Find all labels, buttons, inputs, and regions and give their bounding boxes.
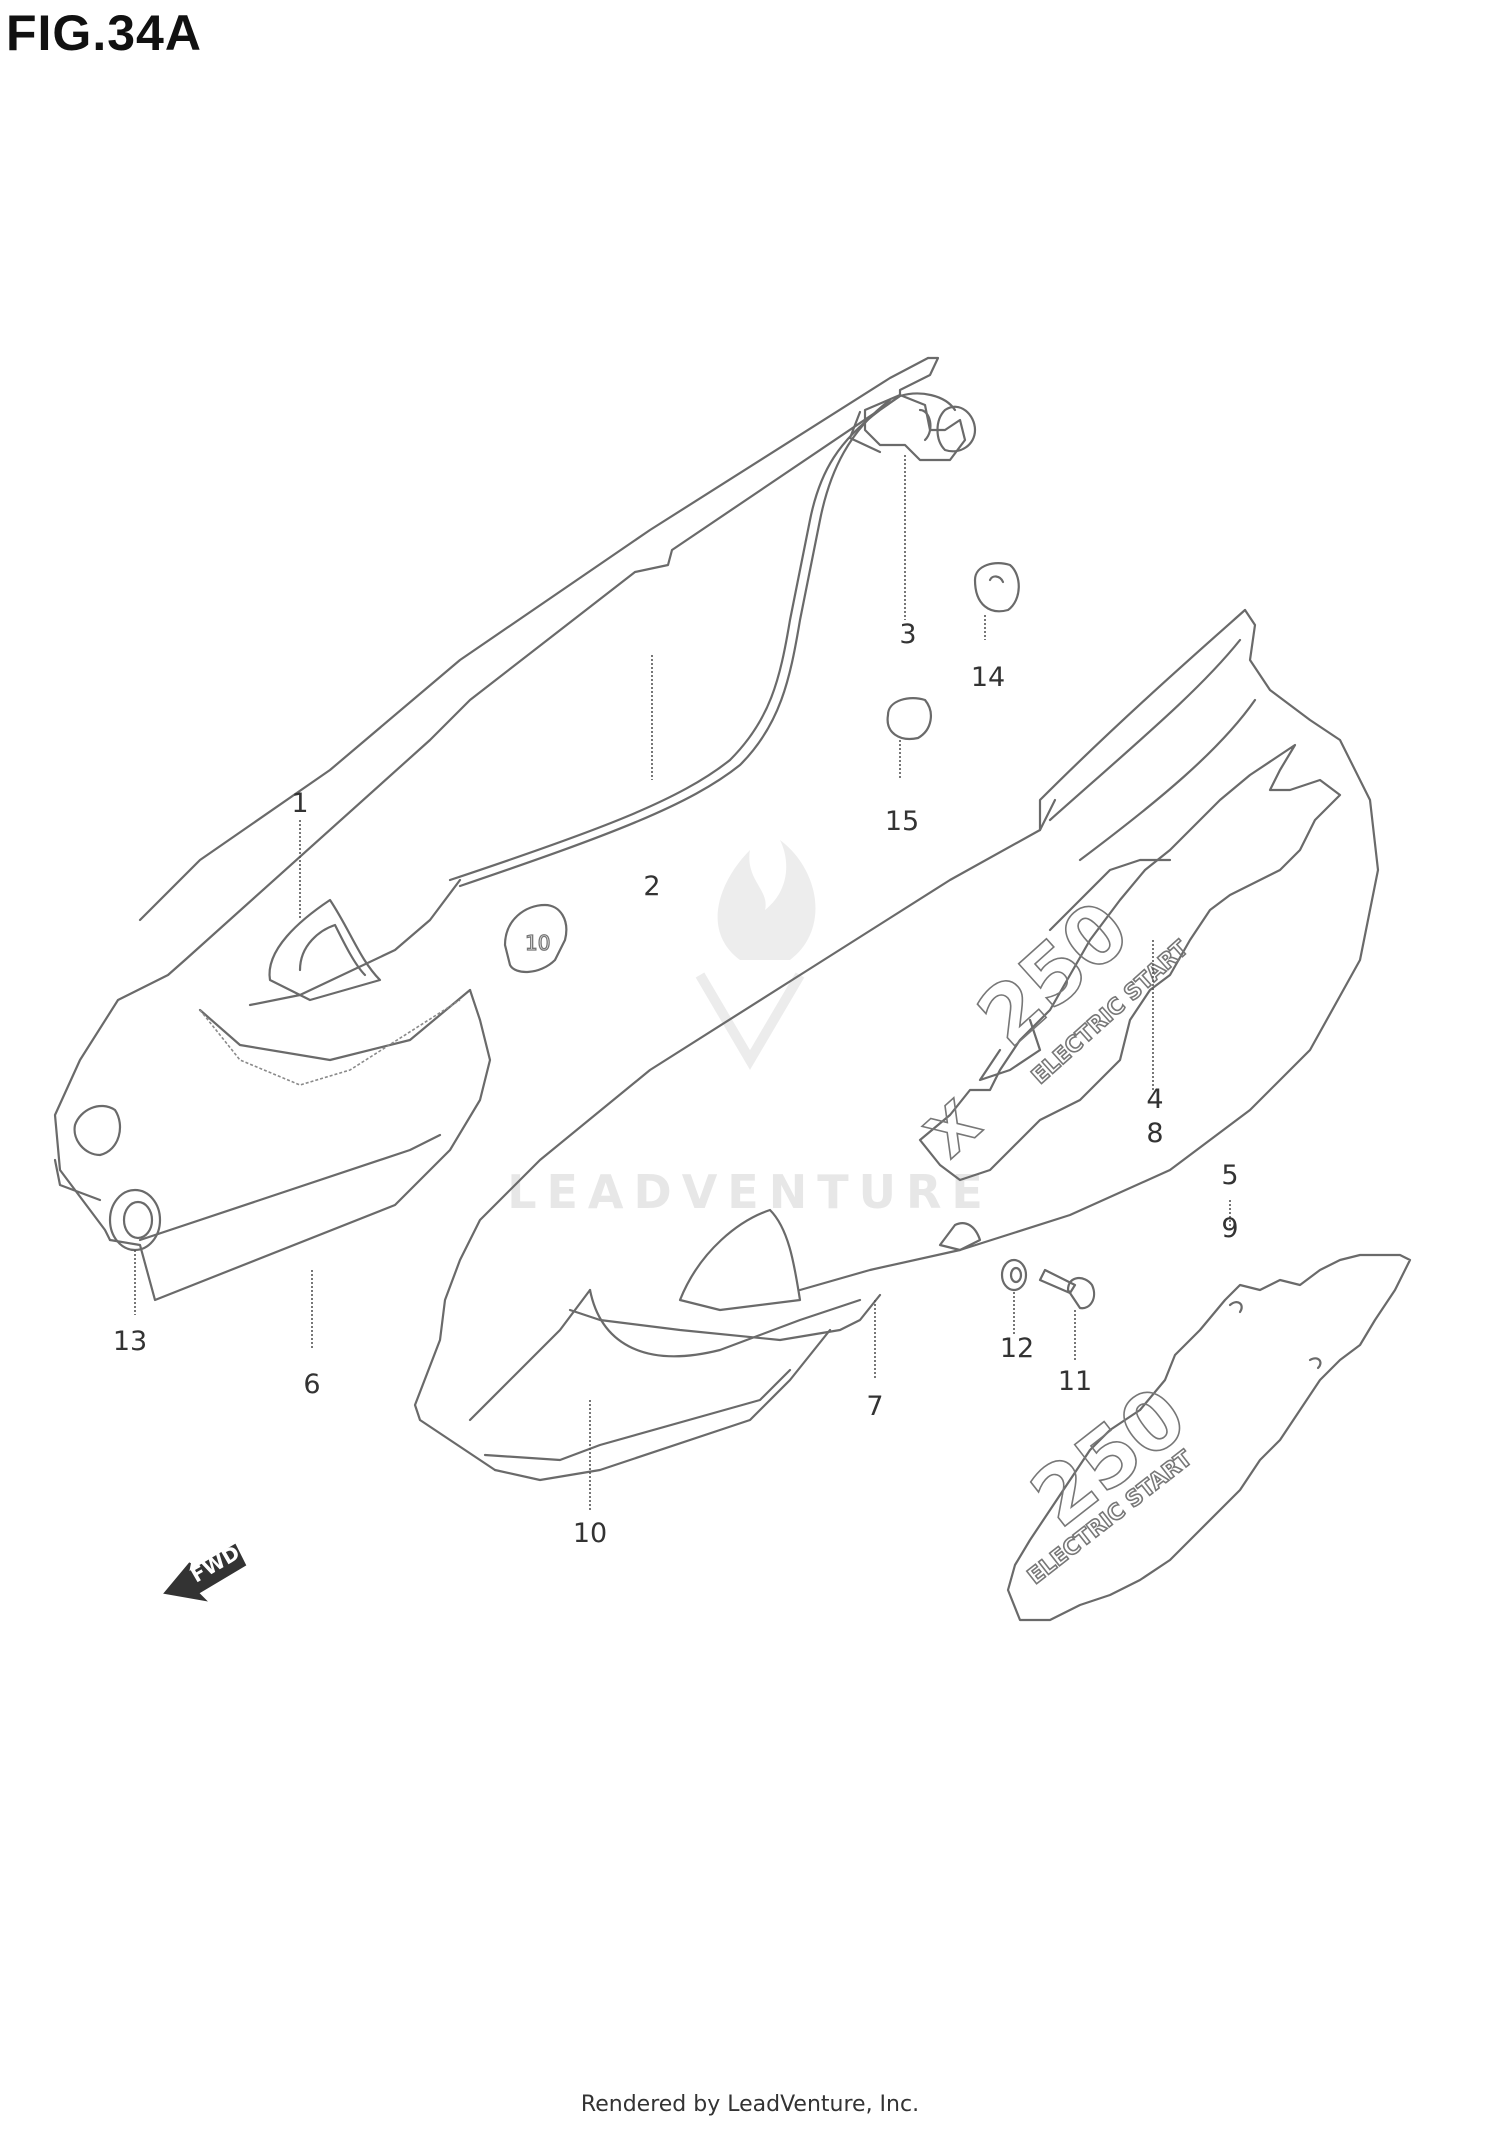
svg-text:X: X — [913, 1088, 994, 1171]
callout-3: 3 — [899, 619, 916, 650]
callout-5: 5 — [1221, 1160, 1238, 1191]
watermark-text: LEADVENTURE — [507, 1165, 993, 1219]
callout-15: 15 — [885, 806, 919, 837]
callout-7: 7 — [866, 1391, 883, 1422]
footer-credit: Rendered by LeadVenture, Inc. — [580, 2092, 920, 2117]
callout-1: 1 — [291, 788, 308, 819]
callout-8: 8 — [1146, 1118, 1163, 1149]
callout-2: 2 — [643, 871, 660, 902]
figure-title: FIG.34A — [6, 5, 202, 61]
watermark: LEADVENTURE — [507, 840, 993, 1219]
part-3-bracket — [863, 393, 967, 462]
right-frame-cover — [413, 608, 1380, 1482]
grommet-13 — [108, 1188, 162, 1252]
callout-6: 6 — [303, 1369, 320, 1400]
callout-13: 13 — [113, 1326, 147, 1357]
callout-9: 9 — [1221, 1213, 1238, 1244]
part-11-bolt — [1038, 1268, 1096, 1310]
callout-12: 12 — [1000, 1333, 1034, 1364]
part-12-washer — [1000, 1258, 1028, 1292]
callout-14: 14 — [971, 662, 1005, 693]
callout-4: 4 — [1146, 1084, 1163, 1115]
leader-lines — [134, 455, 1231, 1510]
fwd-arrow: FWD — [163, 1540, 247, 1602]
svg-text:250: 250 — [960, 883, 1146, 1064]
left-frame-cover: 10 — [53, 356, 977, 1302]
decal-4-8: 250 ELECTRIC START X — [912, 743, 1342, 1182]
svg-text:10: 10 — [525, 931, 550, 955]
callout-11: 11 — [1058, 1366, 1092, 1397]
decal-5-9: 250 ELECTRIC START — [1006, 1253, 1412, 1622]
callout-10: 10 — [573, 1518, 607, 1549]
part-15-grommet — [886, 697, 932, 740]
callouts: 1 2 3 4 5 6 7 8 9 10 11 12 13 14 15 — [113, 619, 1239, 1549]
part-14-grommet — [973, 562, 1020, 613]
